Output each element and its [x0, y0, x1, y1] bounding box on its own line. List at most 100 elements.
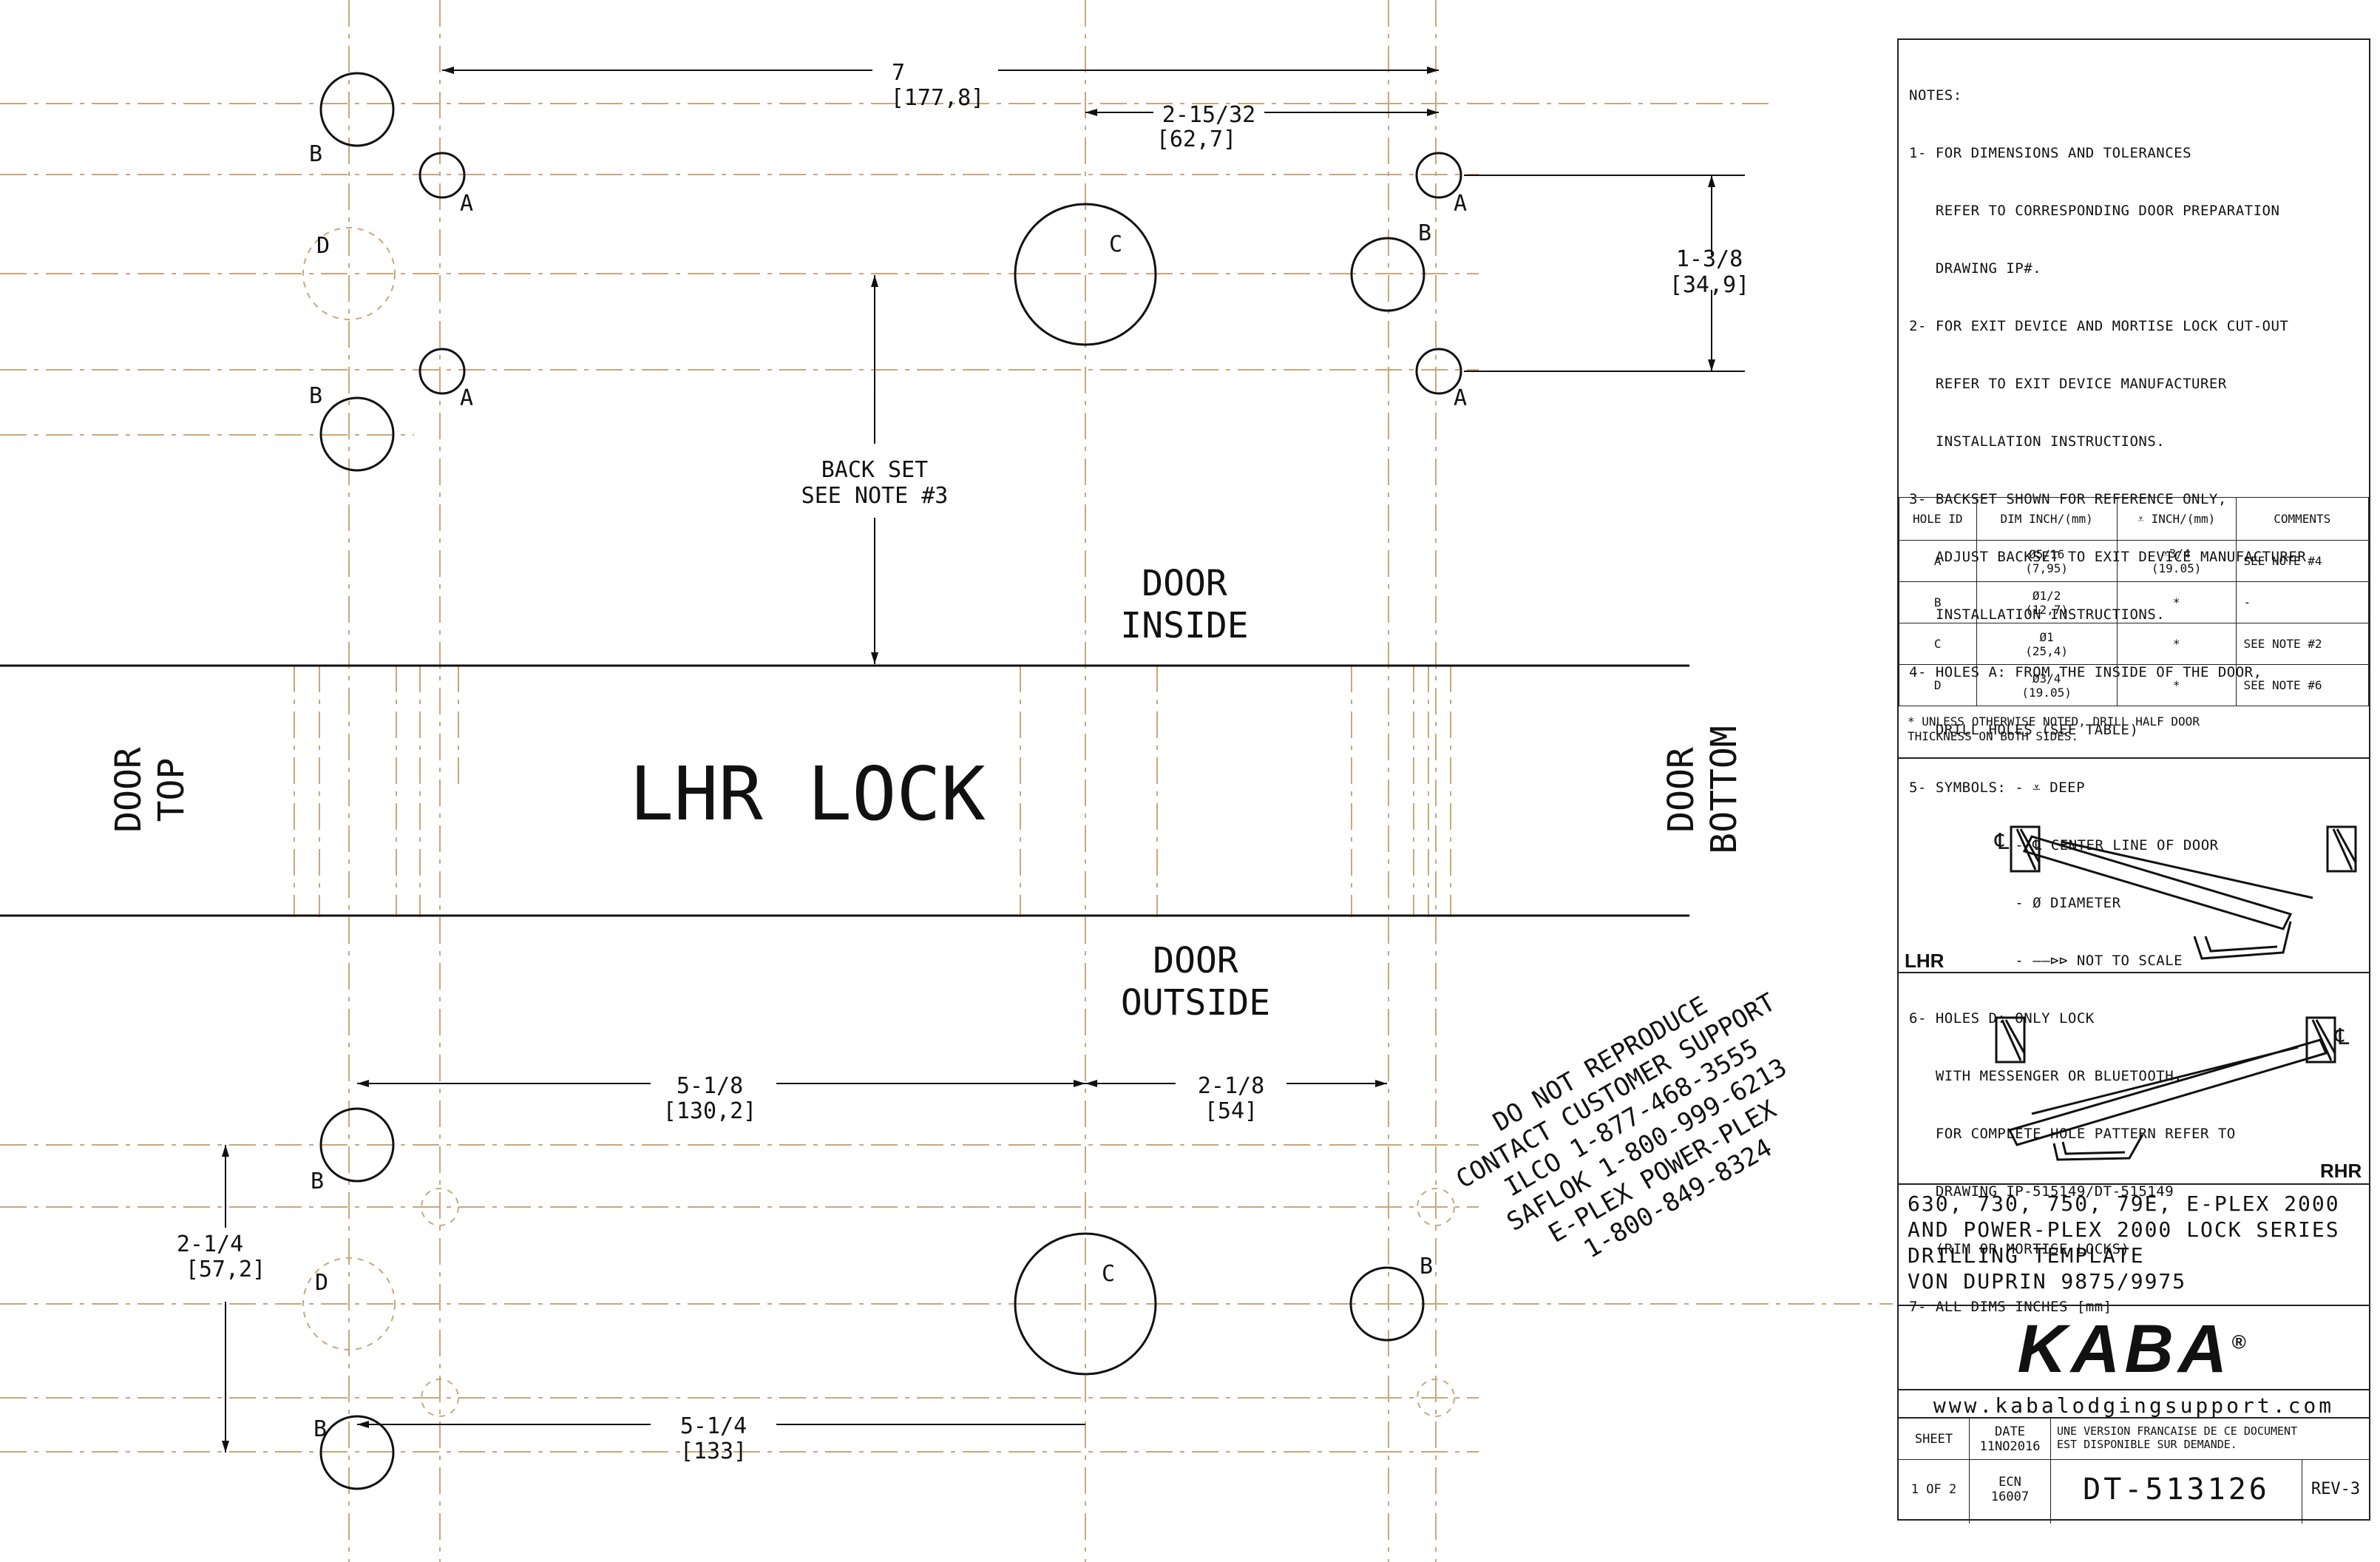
- hole-label-b: B: [309, 141, 322, 167]
- table-header-row: HOLE ID DIM INCH/(mm) ⩡ INCH/(mm) COMMEN…: [1899, 497, 2370, 541]
- hole-id: B: [1899, 581, 1977, 623]
- hole-table: HOLE ID DIM INCH/(mm) ⩡ INCH/(mm) COMMEN…: [1899, 497, 2370, 706]
- table-row: C Ø1(25,4) * SEE NOTE #2: [1899, 623, 2370, 665]
- hole-b: [319, 396, 395, 472]
- hole-dim: Ø5/16(7,95): [1976, 540, 2118, 582]
- door-bottom-label: DOOR: [1661, 747, 1702, 833]
- note-line: 6- HOLES D: ONLY LOCK: [1909, 1010, 2095, 1027]
- centerline-symbol: ℄: [1994, 829, 2010, 855]
- hole-id: C: [1899, 623, 1977, 665]
- hole-label-b: B: [1418, 220, 1431, 246]
- hole-label-a: A: [1454, 191, 1467, 217]
- sheet-label: SHEET: [1899, 1419, 1970, 1460]
- centerlines: [0, 0, 1893, 1562]
- sheet-value: 1 OF 2: [1899, 1460, 1970, 1524]
- note-line: DRAWING IP-515149/DT-515149: [1909, 1183, 2174, 1200]
- note-line: 2- FOR EXIT DEVICE AND MORTISE LOCK CUT-…: [1909, 318, 2289, 334]
- logo-box: KABA® www.kabalodgingsupport.com: [1899, 1305, 2369, 1419]
- door-outside-label: OUTSIDE: [1121, 982, 1270, 1024]
- rhr-label: RHR: [2320, 1160, 2362, 1182]
- hole-depth: ⩡3/4(19.05): [2116, 540, 2237, 582]
- hole-comment: SEE NOTE #2: [2235, 623, 2370, 665]
- hole-depth: *: [2116, 623, 2237, 665]
- hole-dim: Ø1/2(12,7): [1976, 581, 2118, 623]
- note-line: REFER TO EXIT DEVICE MANUFACTURER: [1909, 376, 2227, 392]
- note-line: REFER TO CORRESPONDING DOOR PREPARATION: [1909, 203, 2280, 219]
- hidden-holes: [302, 227, 1455, 1417]
- title-line: AND POWER-PLEX 2000 LOCK SERIES: [1908, 1217, 2340, 1242]
- backset-note: SEE NOTE #3: [801, 483, 949, 509]
- hole-label-a: A: [460, 385, 473, 411]
- hole-dim: Ø3/4(19.05): [1976, 664, 2118, 706]
- note-line: INSTALLATION INSTRUCTIONS.: [1909, 433, 2166, 450]
- note-line: NOTES:: [1909, 87, 1962, 104]
- dim-2-1-4-mm: [57,2]: [186, 1257, 265, 1282]
- note-line: DRILL HOLES (SEE TABLE): [1909, 722, 2139, 738]
- table-row: A Ø5/16(7,95) ⩡3/4(19.05) SEE NOTE #4: [1899, 540, 2370, 582]
- hole-b: [319, 1107, 395, 1183]
- hole-a: [1415, 152, 1462, 199]
- hole-comment: SEE NOTE #6: [2235, 664, 2370, 706]
- title-line: DRILLING TEMPLATE: [1908, 1243, 2145, 1268]
- hole-id: A: [1899, 540, 1977, 582]
- hole-comment: -: [2235, 581, 2370, 623]
- dimension-lines: [222, 67, 1745, 1453]
- hole-a: [418, 348, 466, 395]
- note-line: - Ø DIAMETER: [1909, 895, 2121, 911]
- note-line: 5- SYMBOLS: - ⩡ DEEP: [1909, 780, 2086, 796]
- hole-comment: SEE NOTE #4: [2235, 540, 2370, 582]
- door-top-label: DOOR: [108, 747, 149, 833]
- hole-depth: *: [2116, 664, 2237, 706]
- hole-label-d: D: [315, 1270, 328, 1296]
- table-row: B Ø1/2(12,7) * -: [1899, 581, 2370, 623]
- dim-7-mm: [177,8]: [891, 85, 984, 111]
- lhr-detail: ℄ LHR: [1899, 757, 2369, 973]
- dim-5-1-4-mm: [133]: [680, 1438, 747, 1464]
- hole-label-b: B: [309, 383, 322, 409]
- hole-a: [418, 152, 466, 199]
- table-footnote: * UNLESS OTHERWISE NOTED, DRILL HALF DOO…: [1908, 714, 2200, 743]
- title-line: 630, 730, 750, 79E, E-PLEX 2000: [1908, 1191, 2340, 1216]
- table-header: HOLE ID: [1899, 497, 1977, 541]
- hole-label-c: C: [1109, 231, 1122, 257]
- dim-2-15-32: 2-15/32: [1162, 102, 1255, 128]
- hole-label-a: A: [1454, 385, 1467, 411]
- door-inside-label: DOOR: [1142, 563, 1227, 604]
- table-header: COMMENTS: [2235, 497, 2370, 541]
- dim-2-1-8: 2-1/8: [1198, 1073, 1264, 1099]
- note-line: - ——⊳⊳ NOT TO SCALE: [1909, 953, 2183, 969]
- title-line: VON DUPRIN 9875/9975: [1908, 1269, 2187, 1294]
- hole-a: [1415, 348, 1462, 395]
- hole-label-a: A: [460, 191, 473, 217]
- backset-label: BACK SET: [821, 457, 929, 483]
- note-line: 1- FOR DIMENSIONS AND TOLERANCES: [1909, 145, 2192, 161]
- holes: [319, 72, 1462, 1490]
- hole-dim: Ø1(25,4): [1976, 623, 2118, 665]
- lock-title: LHR LOCK: [629, 751, 986, 837]
- door-bottom-label: BOTTOM: [1703, 726, 1745, 853]
- note-line: FOR COMPLETE HOLE PATTERN REFER TO: [1909, 1126, 2236, 1142]
- note-line: (RIM OR MORTISE LOCKS).: [1909, 1241, 2139, 1257]
- note-line: DRAWING IP#.: [1909, 260, 2042, 277]
- dim-1-3-8: 1-3/8: [1676, 246, 1743, 272]
- watermark: DO NOT REPRODUCE CONTACT CUSTOMER SUPPOR…: [1451, 987, 1792, 1265]
- door-edges: [0, 664, 1689, 917]
- dim-7: 7: [892, 60, 905, 86]
- website-link[interactable]: www.kabalodgingsupport.com: [1899, 1389, 2369, 1418]
- hole-c: [1014, 1232, 1157, 1376]
- table-header: ⩡ INCH/(mm): [2116, 497, 2237, 541]
- dim-5-1-8-mm: [130,2]: [663, 1098, 756, 1124]
- hole-label-d: D: [316, 233, 330, 259]
- dim-5-1-4: 5-1/4: [680, 1413, 747, 1439]
- dim-2-1-8-mm: [54]: [1204, 1098, 1258, 1124]
- door-outside-label: DOOR: [1153, 940, 1238, 981]
- door-top-label: TOP: [151, 758, 192, 822]
- rhr-detail-drawing: ℄ RHR: [1995, 1016, 2362, 1182]
- title-block: 630, 730, 750, 79E, E-PLEX 2000 AND POWE…: [1899, 1183, 2369, 1294]
- dim-1-3-8-mm: [34,9]: [1669, 272, 1749, 298]
- note-line: 7- ALL DIMS INCHES [mm]: [1909, 1299, 2112, 1315]
- door-inside-label: INSIDE: [1120, 605, 1248, 646]
- centerline-symbol: ℄: [2334, 1024, 2350, 1050]
- hole-label-c: C: [1102, 1261, 1115, 1287]
